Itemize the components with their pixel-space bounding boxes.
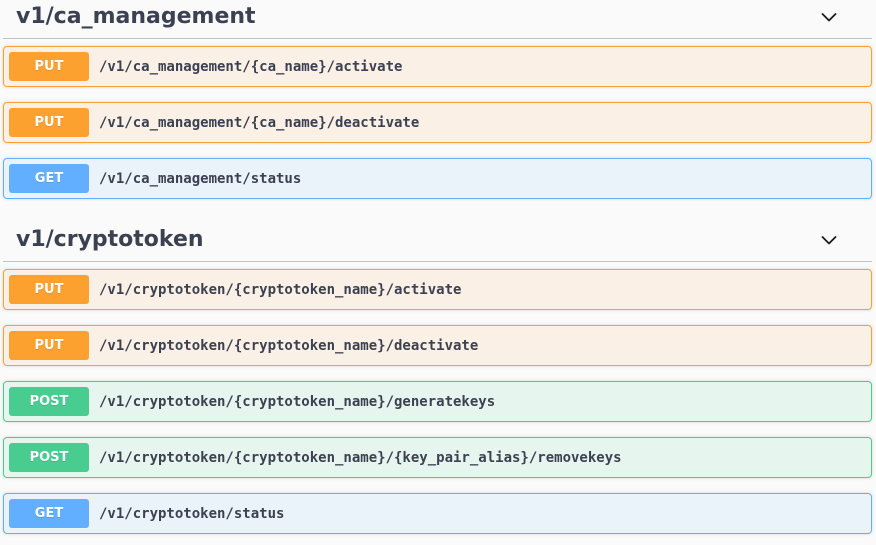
operation-path: /v1/cryptotoken/{cryptotoken_name}/activ… [99, 281, 462, 298]
chevron-down-icon[interactable] [818, 229, 840, 251]
api-tag-header[interactable]: v1/ca_management [3, 0, 872, 39]
swagger-api-list: v1/ca_management PUT /v1/ca_management/{… [3, 0, 872, 534]
http-method-badge: GET [9, 164, 89, 193]
operation-path: /v1/cryptotoken/status [99, 505, 285, 522]
api-tag-title: v1/ca_management [16, 4, 256, 29]
api-operation-row[interactable]: PUT /v1/cryptotoken/{cryptotoken_name}/a… [3, 269, 872, 310]
api-operation-row[interactable]: PUT /v1/cryptotoken/{cryptotoken_name}/d… [3, 325, 872, 366]
operation-path: /v1/cryptotoken/{cryptotoken_name}/deact… [99, 337, 479, 354]
api-operation-row[interactable]: POST /v1/cryptotoken/{cryptotoken_name}/… [3, 437, 872, 478]
http-method-badge: PUT [9, 275, 89, 304]
api-tag-title: v1/cryptotoken [16, 227, 204, 252]
operation-path: /v1/ca_management/status [99, 170, 302, 187]
api-tag-header[interactable]: v1/cryptotoken [3, 223, 872, 262]
api-operation-row[interactable]: GET /v1/cryptotoken/status [3, 493, 872, 534]
http-method-badge: PUT [9, 331, 89, 360]
operations-list: PUT /v1/cryptotoken/{cryptotoken_name}/a… [3, 262, 872, 534]
api-tag-section: v1/cryptotoken PUT /v1/cryptotoken/{cryp… [3, 223, 872, 534]
http-method-badge: GET [9, 499, 89, 528]
http-method-badge: PUT [9, 52, 89, 81]
api-operation-row[interactable]: GET /v1/ca_management/status [3, 158, 872, 199]
operation-path: /v1/cryptotoken/{cryptotoken_name}/{key_… [99, 449, 622, 466]
api-sections-container: v1/ca_management PUT /v1/ca_management/{… [3, 0, 872, 534]
api-tag-section: v1/ca_management PUT /v1/ca_management/{… [3, 0, 872, 199]
api-operation-row[interactable]: POST /v1/cryptotoken/{cryptotoken_name}/… [3, 381, 872, 422]
api-operation-row[interactable]: PUT /v1/ca_management/{ca_name}/activate [3, 46, 872, 87]
chevron-down-icon[interactable] [818, 6, 840, 28]
operation-path: /v1/ca_management/{ca_name}/deactivate [99, 114, 420, 131]
operations-list: PUT /v1/ca_management/{ca_name}/activate… [3, 39, 872, 199]
operation-path: /v1/cryptotoken/{cryptotoken_name}/gener… [99, 393, 496, 410]
http-method-badge: POST [9, 443, 89, 472]
http-method-badge: POST [9, 387, 89, 416]
operation-path: /v1/ca_management/{ca_name}/activate [99, 58, 403, 75]
http-method-badge: PUT [9, 108, 89, 137]
api-operation-row[interactable]: PUT /v1/ca_management/{ca_name}/deactiva… [3, 102, 872, 143]
